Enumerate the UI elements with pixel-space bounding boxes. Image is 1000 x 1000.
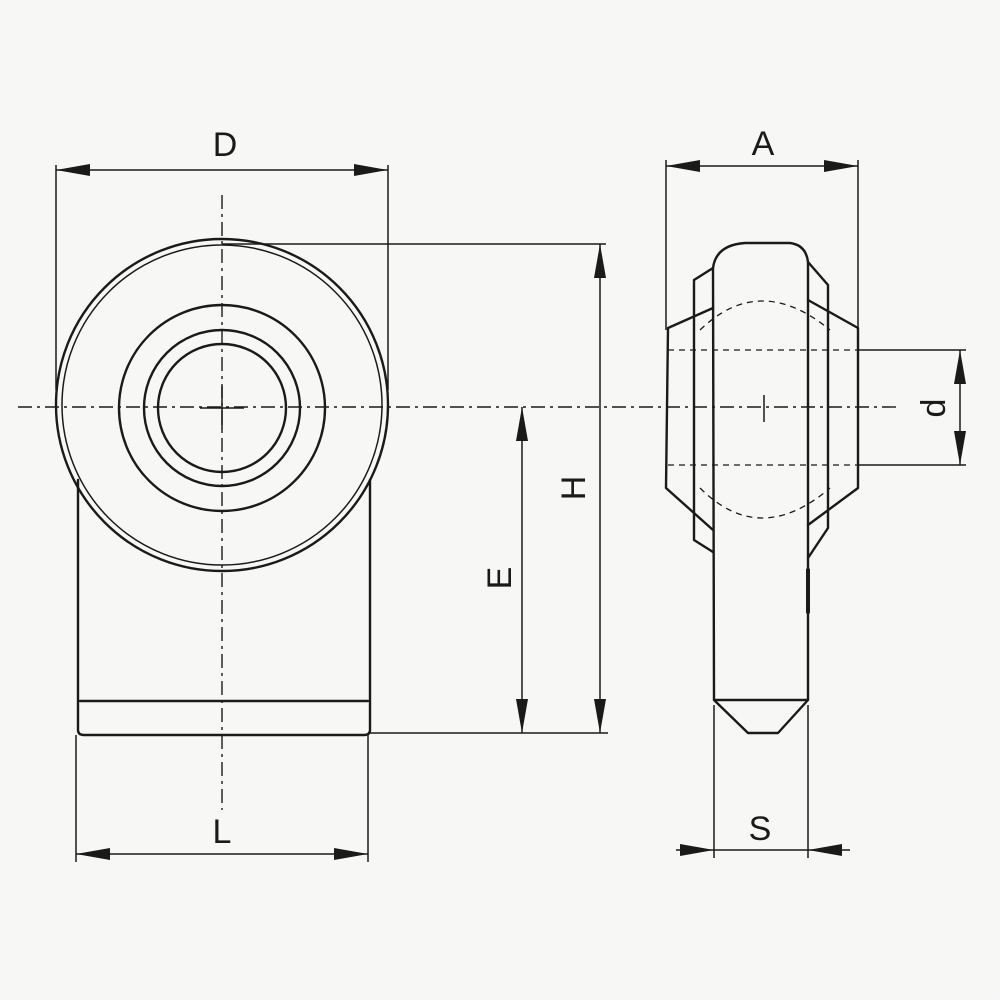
arrow-L-left xyxy=(76,848,110,860)
arrow-H-bottom xyxy=(594,699,606,733)
bore-inner-circle xyxy=(156,342,288,474)
ball-hidden-bottom xyxy=(699,487,831,519)
dimensions: D A H E d L xyxy=(55,125,966,862)
label-E: E xyxy=(481,567,519,590)
arrow-d-bottom xyxy=(954,431,966,465)
arrow-H-top xyxy=(594,244,606,278)
label-H: H xyxy=(555,476,593,501)
label-D: D xyxy=(213,126,238,164)
arrow-E-bottom xyxy=(516,699,528,733)
ball-circle xyxy=(117,303,327,513)
label-S: S xyxy=(749,810,772,848)
arrow-D-right xyxy=(354,164,388,176)
ball-left-side xyxy=(664,306,715,532)
ring-right xyxy=(806,260,830,560)
arrow-A-left xyxy=(666,160,700,172)
eye-chamfer-circle xyxy=(61,244,383,566)
eye-outer-circle xyxy=(54,237,390,573)
arrow-d-top xyxy=(954,350,966,384)
shank-outline xyxy=(76,478,372,737)
housing-body xyxy=(711,241,810,735)
front-view xyxy=(18,195,900,810)
arrow-E-top xyxy=(516,407,528,441)
side-view xyxy=(664,241,860,735)
ball-hidden-top xyxy=(699,300,831,331)
arrow-S-left xyxy=(680,844,714,856)
arrow-D-left xyxy=(56,164,90,176)
arrow-S-right xyxy=(808,844,842,856)
arrow-L-right xyxy=(334,848,368,860)
arrow-A-right xyxy=(824,160,858,172)
ball-right-side xyxy=(806,298,860,527)
label-L: L xyxy=(213,813,232,851)
ring-left xyxy=(692,266,715,554)
bore-outer-circle xyxy=(142,328,302,488)
label-d: d xyxy=(915,399,953,418)
label-A: A xyxy=(752,125,775,163)
